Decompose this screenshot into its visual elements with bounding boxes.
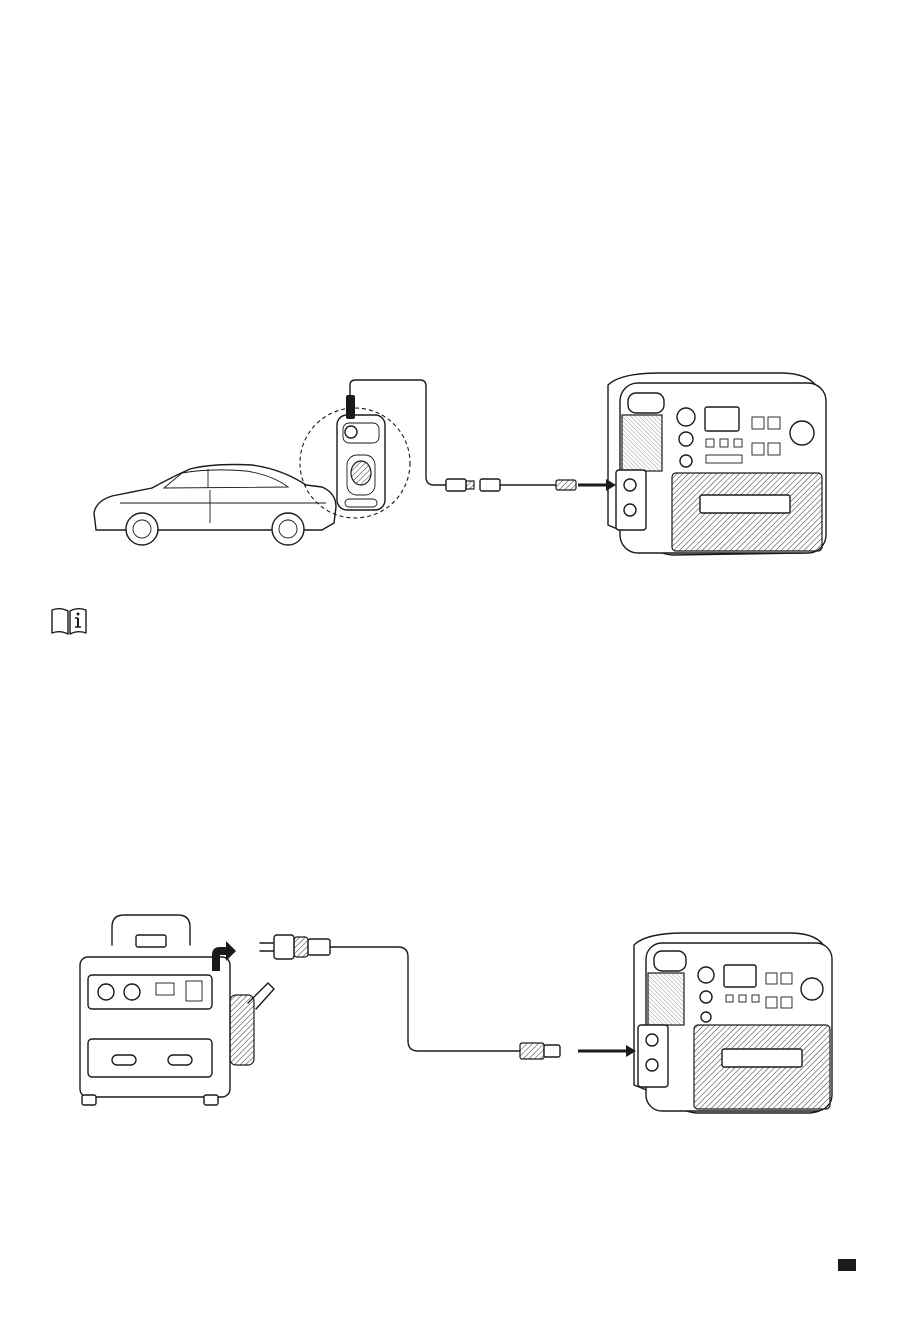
ac-plug-icon [260, 935, 330, 959]
charging-cable-icon [330, 947, 560, 1059]
page-number-tab [838, 1259, 856, 1271]
generator-charging-illustration [60, 905, 840, 1120]
arrow-right-icon [578, 479, 616, 491]
power-station-icon [608, 373, 826, 555]
car-charging-illustration [60, 355, 840, 575]
car-socket-icon [300, 395, 410, 518]
power-station-icon [634, 933, 832, 1113]
car-icon [94, 465, 336, 546]
manual-info-icon [50, 606, 88, 636]
generator-icon [80, 915, 274, 1105]
arrow-right-icon [578, 1045, 636, 1057]
